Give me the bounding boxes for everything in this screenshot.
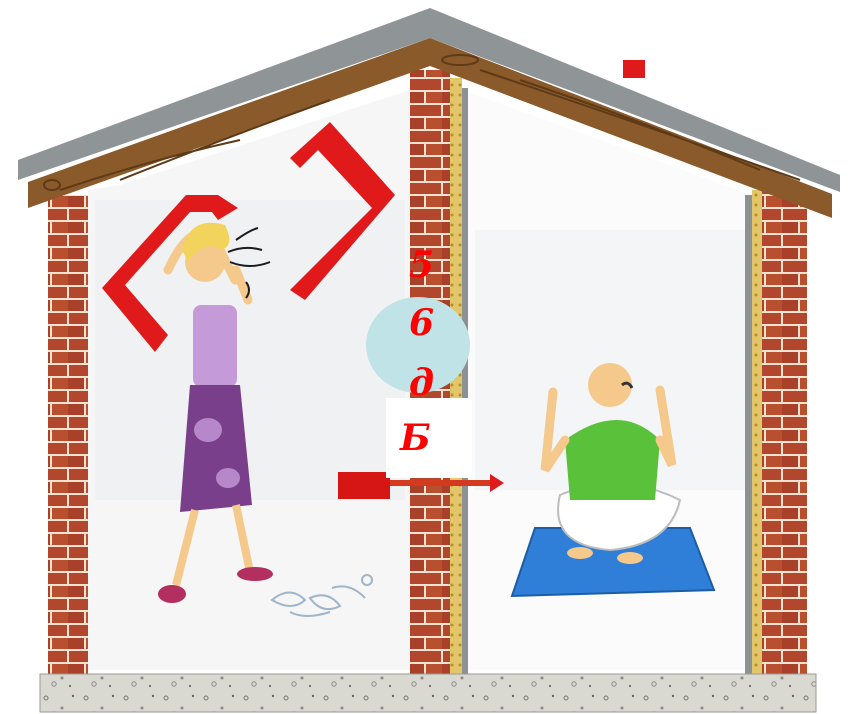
- noise-level-label-d: д: [409, 365, 434, 401]
- noise-level-label-5: 5: [409, 247, 434, 283]
- right-brick-wall: [762, 190, 807, 675]
- right-panel: [745, 195, 752, 675]
- noise-level-label-6: 6: [409, 305, 434, 341]
- arrow-through-wall-block: [338, 472, 390, 499]
- center-panel: [462, 88, 468, 675]
- left-brick-wall: [48, 195, 88, 675]
- arrow-through-wall-shaft: [390, 480, 492, 486]
- foundation: [40, 674, 816, 712]
- skirt: [180, 385, 252, 512]
- noise-level-label-b: Б: [400, 420, 431, 456]
- chimney: [623, 60, 645, 78]
- right-insulation: [752, 190, 762, 675]
